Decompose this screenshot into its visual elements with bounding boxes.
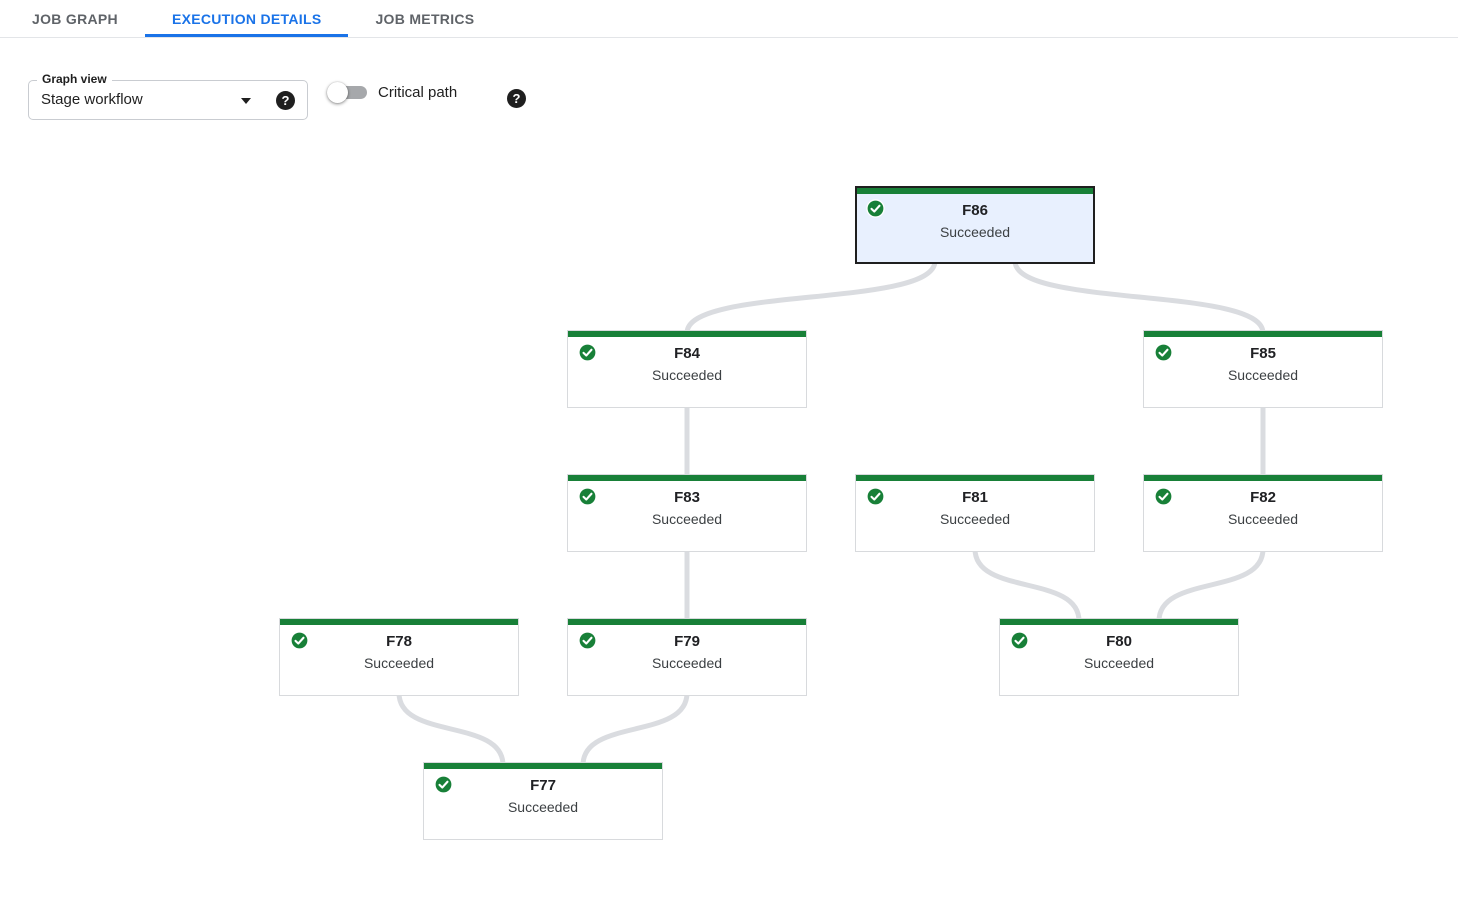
edge-F86-F85 bbox=[1012, 258, 1266, 336]
status-bar bbox=[568, 331, 806, 337]
check-circle-icon bbox=[434, 775, 453, 799]
stage-name: F85 bbox=[1250, 345, 1276, 362]
status-bar bbox=[857, 188, 1093, 194]
stage-name: F81 bbox=[962, 489, 988, 506]
check-circle-icon bbox=[866, 199, 885, 223]
stage-status: Succeeded bbox=[651, 511, 723, 527]
stage-name: F86 bbox=[962, 202, 988, 219]
status-bar bbox=[568, 475, 806, 481]
check-circle-icon bbox=[290, 631, 309, 655]
check-circle-icon bbox=[578, 631, 597, 655]
graph-view-label: Graph view bbox=[37, 72, 112, 86]
stage-name: F77 bbox=[530, 777, 556, 794]
check-circle-icon bbox=[578, 487, 597, 511]
edge-F82-F80 bbox=[1156, 546, 1266, 624]
stage-status: Succeeded bbox=[939, 224, 1011, 240]
graph-view-select[interactable]: Graph view Stage workflow ? bbox=[28, 72, 308, 120]
stage-name: F82 bbox=[1250, 489, 1276, 506]
chevron-down-icon bbox=[241, 98, 251, 104]
status-bar bbox=[280, 619, 518, 625]
stage-status: Succeeded bbox=[651, 655, 723, 671]
edge-F78-F77 bbox=[396, 690, 506, 768]
critical-path-label: Critical path bbox=[378, 84, 458, 101]
status-bar bbox=[424, 763, 662, 769]
stage-name: F78 bbox=[386, 633, 412, 650]
check-circle-icon bbox=[1010, 631, 1029, 655]
edge-F79-F77 bbox=[580, 690, 690, 768]
stage-name: F83 bbox=[674, 489, 700, 506]
stage-status: Succeeded bbox=[1083, 655, 1155, 671]
tab-execution-details[interactable]: EXECUTION DETAILS bbox=[145, 0, 349, 37]
graph-view-value: Stage workflow bbox=[41, 91, 143, 108]
stage-status: Succeeded bbox=[1227, 367, 1299, 383]
stage-status: Succeeded bbox=[363, 655, 435, 671]
help-icon[interactable]: ? bbox=[276, 91, 295, 110]
help-icon[interactable]: ? bbox=[507, 89, 526, 108]
stage-name: F84 bbox=[674, 345, 700, 362]
status-bar bbox=[1144, 475, 1382, 481]
check-circle-icon bbox=[866, 487, 885, 511]
stage-status: Succeeded bbox=[939, 511, 1011, 527]
status-bar bbox=[1000, 619, 1238, 625]
status-bar bbox=[1144, 331, 1382, 337]
toggle-knob bbox=[327, 82, 348, 103]
status-bar bbox=[856, 475, 1094, 481]
tab-job-metrics[interactable]: JOB METRICS bbox=[375, 10, 475, 27]
stage-status: Succeeded bbox=[1227, 511, 1299, 527]
status-bar bbox=[568, 619, 806, 625]
stage-status: Succeeded bbox=[651, 367, 723, 383]
critical-path-toggle[interactable] bbox=[327, 82, 369, 103]
stage-status: Succeeded bbox=[507, 799, 579, 815]
stage-name: F79 bbox=[674, 633, 700, 650]
stage-name: F80 bbox=[1106, 633, 1132, 650]
tab-bar: JOB GRAPH EXECUTION DETAILS JOB METRICS bbox=[0, 0, 1458, 38]
edge-F81-F80 bbox=[972, 546, 1082, 624]
tab-job-graph[interactable]: JOB GRAPH bbox=[32, 10, 118, 27]
check-circle-icon bbox=[578, 343, 597, 367]
check-circle-icon bbox=[1154, 343, 1173, 367]
check-circle-icon bbox=[1154, 487, 1173, 511]
controls-row: Graph view Stage workflow ? Critical pat… bbox=[0, 38, 1458, 138]
edge-F86-F84 bbox=[684, 258, 938, 336]
